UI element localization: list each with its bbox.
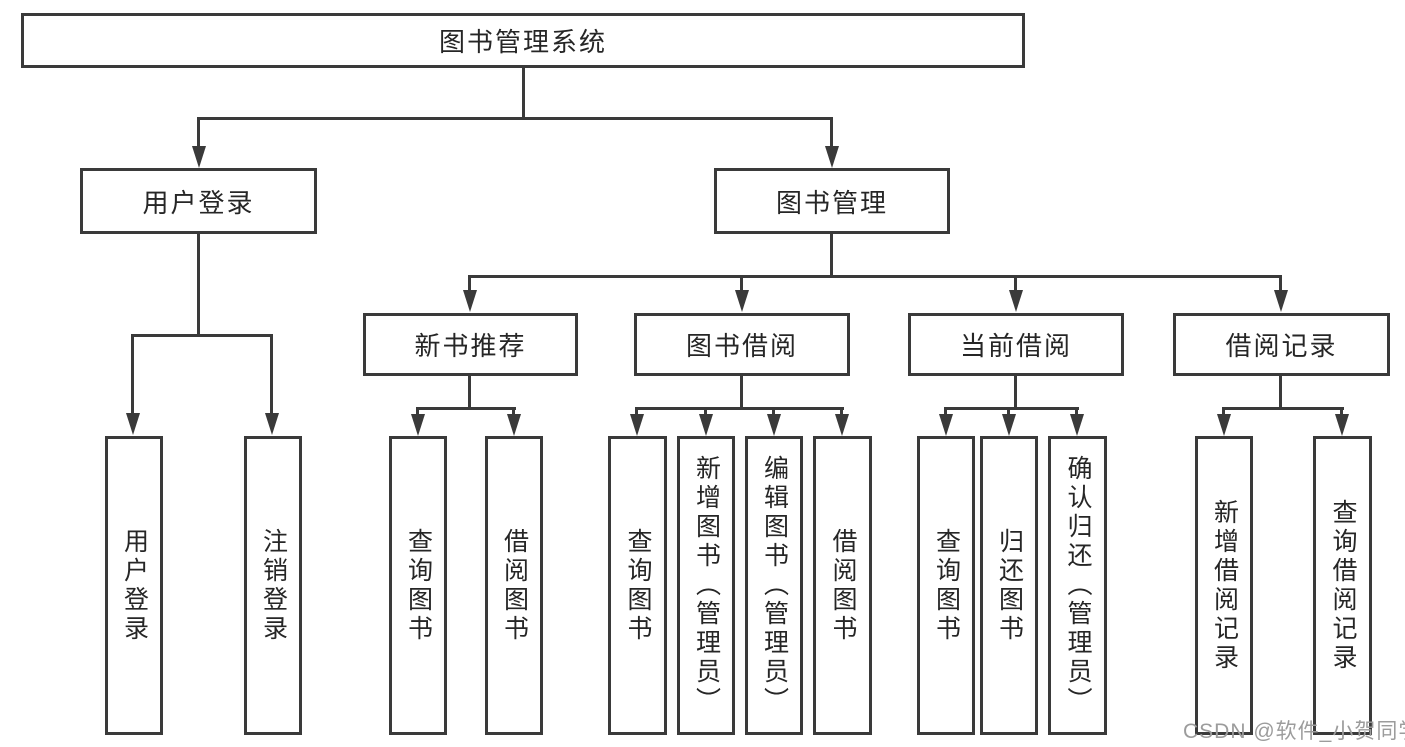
leaf-logout-login: 注销登录	[244, 436, 302, 735]
arrowhead-down-icon	[192, 146, 206, 168]
arrowhead-down-icon	[825, 146, 839, 168]
arrowhead-down-icon	[463, 290, 477, 312]
leaf-add-book-admin: 新增图书（管理员）	[677, 436, 735, 735]
arrow-shaft	[704, 408, 707, 416]
arrow-shaft	[1014, 276, 1017, 292]
leaf-edit-book-admin: 编辑图书（管理员）	[745, 436, 803, 735]
leaf-query-books-recommend: 查询图书	[389, 436, 447, 735]
arrowhead-down-icon	[699, 414, 713, 436]
arrow-shaft	[270, 335, 273, 415]
arrow-shaft	[840, 408, 843, 416]
arrow-shaft	[1075, 408, 1078, 416]
arrowhead-down-icon	[767, 414, 781, 436]
connector-vline	[197, 234, 200, 335]
node-current-borrowing: 当前借阅	[908, 313, 1124, 376]
arrow-shaft	[740, 276, 743, 292]
arrowhead-down-icon	[1002, 414, 1016, 436]
connector-hline	[1222, 407, 1344, 410]
connector-vline	[468, 376, 471, 408]
leaf-borrow-books-borrowing: 借阅图书	[813, 436, 872, 735]
arrowhead-down-icon	[630, 414, 644, 436]
leaf-query-books-current: 查询图书	[917, 436, 975, 735]
connector-vline	[830, 234, 833, 276]
arrow-shaft	[468, 276, 471, 292]
arrow-shaft	[772, 408, 775, 416]
arrow-shaft	[944, 408, 947, 416]
connector-vline	[1014, 376, 1017, 408]
arrow-shaft	[1007, 408, 1010, 416]
arrow-shaft	[1222, 408, 1225, 416]
arrow-shaft	[830, 118, 833, 148]
arrow-shaft	[1340, 408, 1343, 416]
connector-vline	[522, 68, 525, 118]
node-user-login-group: 用户登录	[80, 168, 317, 234]
arrow-shaft	[1279, 276, 1282, 292]
connector-hline	[635, 407, 844, 410]
arrow-shaft	[635, 408, 638, 416]
connector-vline	[1279, 376, 1282, 408]
arrowhead-down-icon	[1217, 414, 1231, 436]
leaf-return-books: 归还图书	[980, 436, 1038, 735]
watermark: CSDN @软件_小贺同学	[1183, 720, 1405, 743]
arrow-shaft	[512, 408, 515, 416]
arrowhead-down-icon	[835, 414, 849, 436]
arrowhead-down-icon	[1335, 414, 1349, 436]
arrow-shaft	[197, 118, 200, 148]
node-book-management: 图书管理	[714, 168, 950, 234]
arrowhead-down-icon	[265, 413, 279, 435]
leaf-add-borrow-record: 新增借阅记录	[1195, 436, 1253, 735]
arrowhead-down-icon	[1009, 290, 1023, 312]
leaf-confirm-return-admin: 确认归还（管理员）	[1048, 436, 1107, 735]
arrowhead-down-icon	[735, 290, 749, 312]
arrowhead-down-icon	[126, 413, 140, 435]
node-library-system: 图书管理系统	[21, 13, 1025, 68]
connector-hline	[468, 275, 1282, 278]
connector-hline	[131, 334, 273, 337]
connector-hline	[944, 407, 1079, 410]
arrowhead-down-icon	[1274, 290, 1288, 312]
arrowhead-down-icon	[411, 414, 425, 436]
arrow-shaft	[131, 335, 134, 415]
arrowhead-down-icon	[939, 414, 953, 436]
node-borrowing-records: 借阅记录	[1173, 313, 1390, 376]
leaf-borrow-books-recommend: 借阅图书	[485, 436, 543, 735]
leaf-user-login: 用户登录	[105, 436, 163, 735]
node-new-book-recommend: 新书推荐	[363, 313, 578, 376]
arrow-shaft	[416, 408, 419, 416]
node-book-borrowing: 图书借阅	[634, 313, 850, 376]
arrowhead-down-icon	[507, 414, 521, 436]
connector-vline	[740, 376, 743, 408]
connector-hline	[416, 407, 516, 410]
connector-hline	[197, 117, 833, 120]
arrowhead-down-icon	[1070, 414, 1084, 436]
leaf-query-borrow-record: 查询借阅记录	[1313, 436, 1372, 735]
leaf-query-books-borrowing: 查询图书	[608, 436, 667, 735]
